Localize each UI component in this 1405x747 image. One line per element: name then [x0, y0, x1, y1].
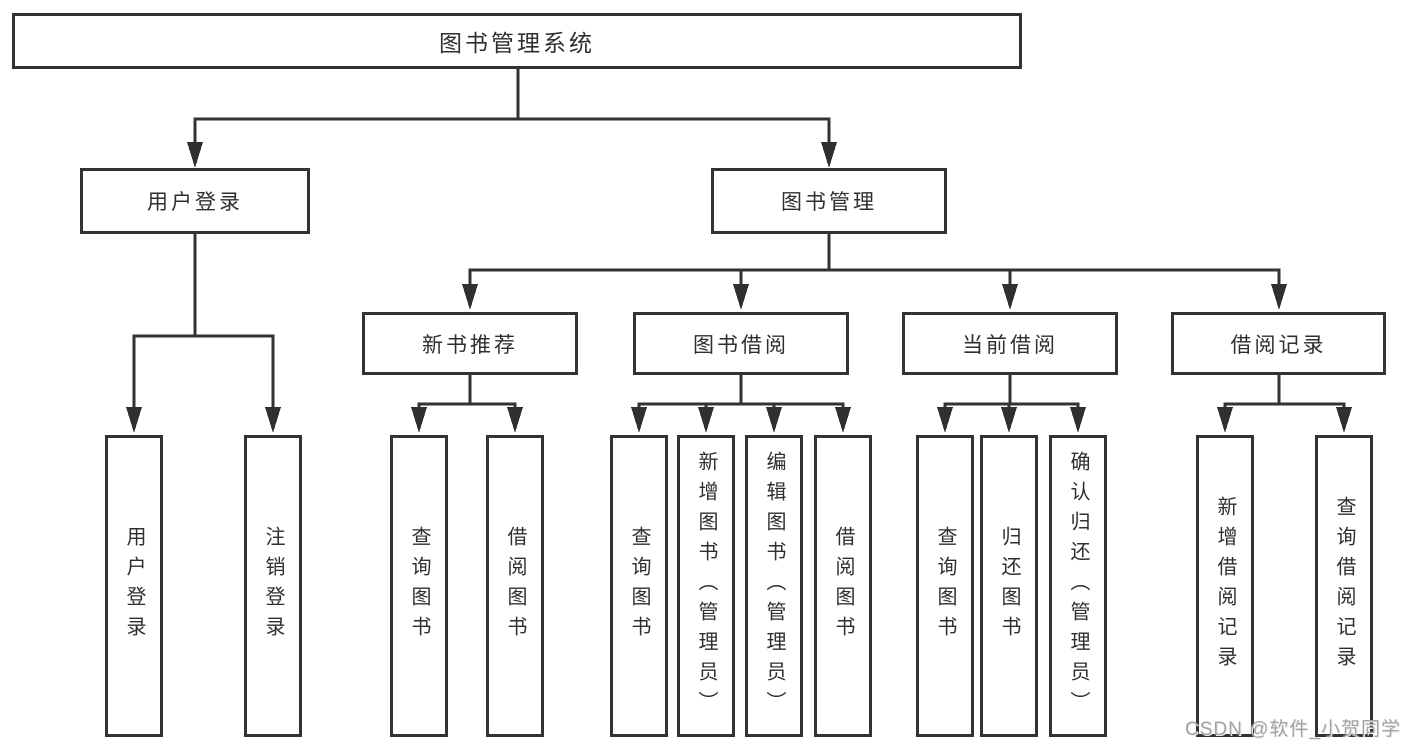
watermark: CSDN @软件_小贺同学: [1185, 719, 1401, 740]
connector-root: [187, 67, 837, 168]
leaf-current-confirm-return-admin-label: 确认归还（管理员）: [1067, 451, 1089, 721]
node-borrow-records: 借阅记录: [1171, 312, 1386, 375]
leaf-borrow-edit-books-admin-label: 编辑图书（管理员）: [763, 451, 785, 721]
node-new-book-recommend-label: 新书推荐: [422, 333, 518, 357]
connector-book-management: [462, 232, 1287, 310]
leaf-user-login: 用户登录: [105, 435, 163, 737]
leaf-records-query-record: 查询借阅记录: [1315, 435, 1373, 737]
connector-borrow-records: [1217, 373, 1352, 433]
leaf-current-query-books: 查询图书: [916, 435, 974, 737]
leaf-newbooks-query-books: 查询图书: [390, 435, 448, 737]
leaf-borrow-borrow-books: 借阅图书: [814, 435, 872, 737]
leaf-records-add-record-label: 新增借阅记录: [1214, 496, 1236, 676]
node-new-book-recommend: 新书推荐: [362, 312, 578, 375]
leaf-borrow-query-books-label: 查询图书: [628, 526, 650, 646]
node-borrow-records-label: 借阅记录: [1230, 333, 1327, 357]
node-root: 图书管理系统: [12, 13, 1022, 69]
leaf-current-return-books-label: 归还图书: [998, 526, 1020, 646]
leaf-newbooks-borrow-books-label: 借阅图书: [504, 526, 526, 646]
leaf-records-query-record-label: 查询借阅记录: [1333, 496, 1355, 676]
leaf-logout: 注销登录: [244, 435, 302, 737]
node-user-login: 用户登录: [80, 168, 310, 234]
leaf-borrow-query-books: 查询图书: [610, 435, 668, 737]
leaf-newbooks-borrow-books: 借阅图书: [486, 435, 544, 737]
leaf-borrow-edit-books-admin: 编辑图书（管理员）: [745, 435, 803, 737]
leaf-borrow-borrow-books-label: 借阅图书: [832, 526, 854, 646]
node-current-borrow-label: 当前借阅: [962, 333, 1058, 357]
leaf-newbooks-query-books-label: 查询图书: [408, 526, 430, 646]
connector-new-books: [411, 373, 523, 433]
node-user-login-label: 用户登录: [147, 191, 243, 214]
node-book-borrow: 图书借阅: [633, 312, 849, 375]
leaf-current-confirm-return-admin: 确认归还（管理员）: [1049, 435, 1107, 737]
leaf-logout-label: 注销登录: [262, 526, 284, 646]
leaf-borrow-add-books-admin-label: 新增图书（管理员）: [695, 451, 717, 721]
leaf-current-query-books-label: 查询图书: [934, 526, 956, 646]
connector-user-login: [126, 232, 281, 433]
node-book-management: 图书管理: [711, 168, 947, 234]
connector-book-borrow: [631, 373, 851, 433]
node-root-label: 图书管理系统: [439, 30, 595, 56]
leaf-current-return-books: 归还图书: [980, 435, 1038, 737]
node-book-management-label: 图书管理: [781, 191, 877, 214]
node-book-borrow-label: 图书借阅: [693, 333, 789, 357]
leaf-borrow-add-books-admin: 新增图书（管理员）: [677, 435, 735, 737]
leaf-user-login-label: 用户登录: [123, 526, 145, 646]
leaf-records-add-record: 新增借阅记录: [1196, 435, 1254, 737]
connector-current-borrow: [937, 373, 1086, 433]
node-current-borrow: 当前借阅: [902, 312, 1118, 375]
